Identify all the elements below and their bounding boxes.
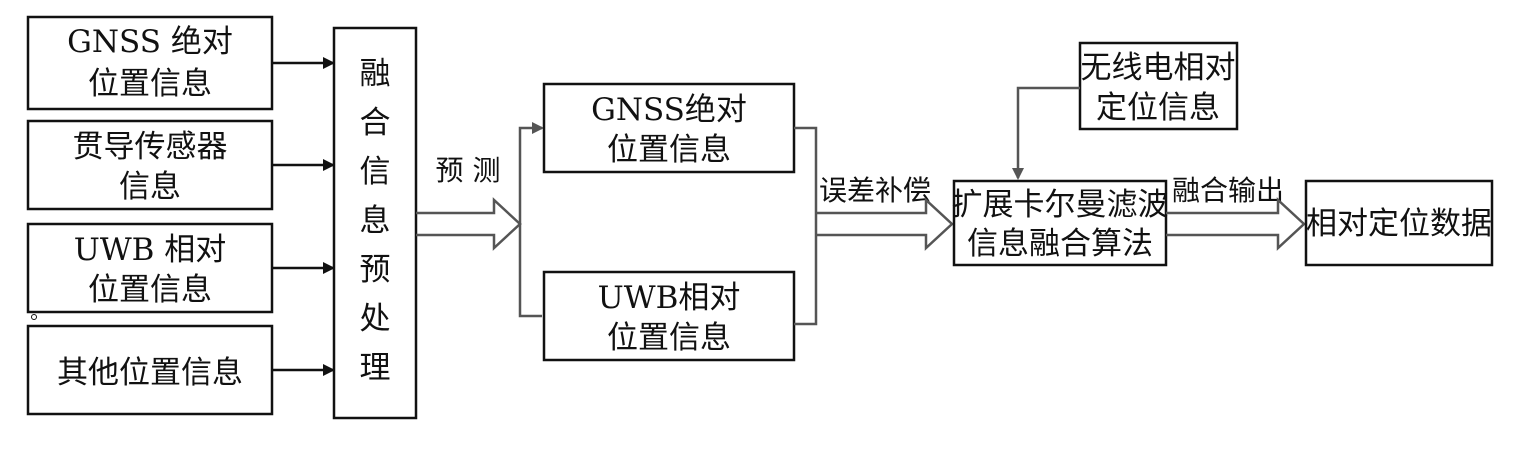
ekf-line-2: 信息融合算法 — [967, 226, 1153, 262]
middle-gnss-line-2: 位置信息 — [607, 132, 731, 168]
output-box: 相对定位数据 — [1304, 179, 1494, 267]
preprocess-char-4: 息 — [360, 203, 391, 239]
input-uwb-line-2: 位置信息 — [88, 272, 212, 308]
middle-box-uwb: UWB相对 位置信息 — [542, 270, 796, 362]
fusion-output-label: 融合输出 — [1172, 174, 1284, 207]
connector-to-middle-uwb — [518, 224, 542, 318]
hollow-arrow-error-comp — [816, 197, 954, 251]
input-box-gnss: GNSS 绝对 位置信息 — [26, 15, 274, 111]
input-ins-line-2: 信息 — [119, 169, 181, 205]
input-box-inertial-sensor: 贯导传感器 信息 — [26, 119, 274, 211]
preprocess-char-7: 理 — [360, 350, 391, 386]
preprocess-char-2: 合 — [360, 105, 391, 141]
input-box-other: 其他位置信息 — [26, 324, 274, 416]
preprocess-box: 融 合 信 息 预 处 理 — [332, 26, 418, 420]
radio-box: 无线电相对 定位信息 — [1078, 41, 1239, 131]
preprocess-char-1: 融 — [360, 56, 391, 92]
arrow-radio-to-ekf — [1012, 86, 1080, 180]
input-uwb-line-1: UWB 相对 — [74, 232, 227, 268]
input-ins-line-1: 贯导传感器 — [73, 129, 228, 165]
middle-gnss-line-1: GNSS绝对 — [591, 92, 747, 128]
merge-connector — [794, 126, 818, 326]
input-other-line-1: 其他位置信息 — [57, 355, 243, 391]
radio-line-2: 定位信息 — [1096, 90, 1220, 126]
predict-label: 预 测 — [436, 154, 501, 187]
error-compensation-label: 误差补偿 — [819, 174, 931, 207]
input-gnss-line-1: GNSS 绝对 — [67, 24, 233, 60]
middle-box-gnss: GNSS绝对 位置信息 — [542, 82, 796, 174]
hollow-arrow-fusion-output — [1166, 197, 1306, 251]
connector-to-middle-gnss — [518, 122, 544, 224]
middle-uwb-line-2: 位置信息 — [607, 320, 731, 356]
dot-mark — [31, 314, 37, 320]
ekf-box: 扩展卡尔曼滤波 信息融合算法 — [952, 179, 1169, 267]
input-gnss-line-2: 位置信息 — [88, 66, 212, 102]
preprocess-char-6: 处 — [360, 301, 391, 337]
output-line-1: 相对定位数据 — [1306, 206, 1492, 242]
radio-line-1: 无线电相对 — [1081, 50, 1236, 86]
preprocess-char-3: 信 — [360, 154, 391, 190]
middle-uwb-line-1: UWB相对 — [598, 280, 741, 316]
ekf-line-1: 扩展卡尔曼滤波 — [952, 187, 1169, 223]
hollow-arrow-predict — [416, 197, 522, 251]
preprocess-char-5: 预 — [360, 252, 391, 288]
input-box-uwb: UWB 相对 位置信息 — [26, 222, 274, 314]
